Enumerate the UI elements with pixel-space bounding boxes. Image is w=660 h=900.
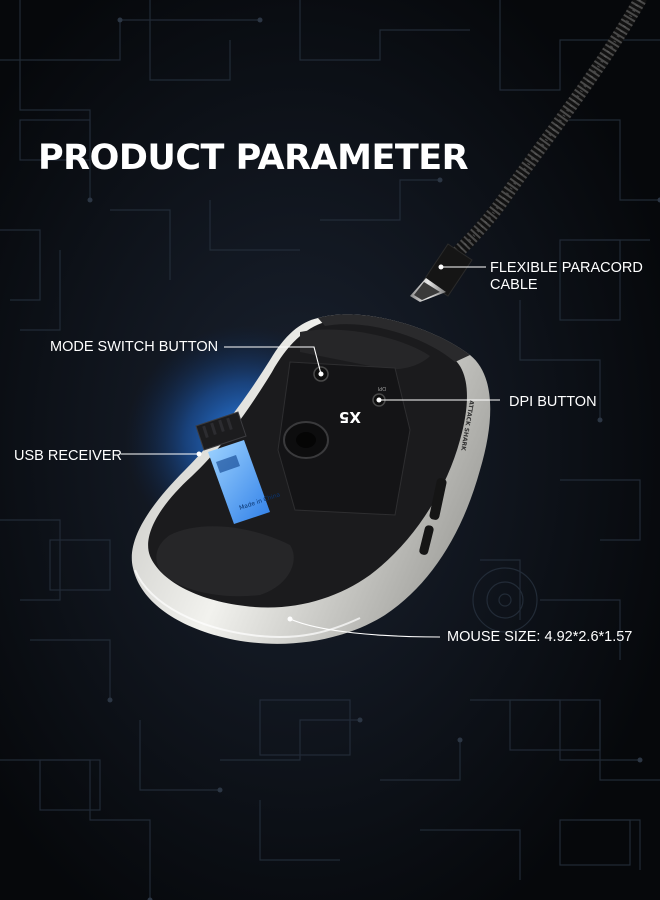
usb-receiver-label: USB RECEIVER	[14, 448, 122, 464]
callout-lines	[121, 266, 500, 638]
usb-c-plug	[410, 243, 473, 302]
usb-receiver: Made in China	[195, 411, 281, 524]
circuit-dots	[87, 17, 660, 900]
page-title: PRODUCT PARAMETER	[38, 138, 469, 178]
cable-label-line1: FLEXIBLE PARACORD	[490, 260, 643, 276]
model-mark: X5	[339, 408, 361, 426]
dpi-button-label: DPI BUTTON	[509, 394, 597, 410]
paracord-cable	[448, 0, 647, 262]
dpi-mark: DPI	[378, 385, 386, 391]
mode-switch-label: MODE SWITCH BUTTON	[50, 339, 219, 355]
mouse-size-label: MOUSE SIZE: 4.92*2.6*1.57	[447, 629, 633, 645]
callout-dots	[196, 264, 444, 622]
cable-label-line2: CABLE	[490, 277, 538, 293]
cable-label: FLEXIBLE PARACORD CABLE	[490, 260, 643, 294]
